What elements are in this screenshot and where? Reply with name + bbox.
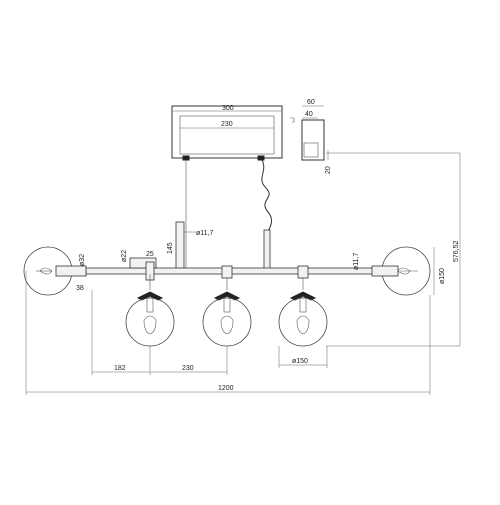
dim-canopy-outer: 300 [222,105,234,112]
lamp-left: ø32 38 [23,246,87,296]
lamp-bottom-3 [278,278,328,347]
dim-total-height: 576,52 [453,240,460,262]
lamp-bottom-2 [202,278,252,347]
dim-socket-diameter: ø32 [79,254,86,266]
dim-socket-length: 38 [76,285,84,292]
dim-total-width: 1200 [218,385,234,392]
dim-shade-diameter-side: ø150 [439,268,446,284]
dim-stem-height: 145 [167,242,174,254]
lamp-right: ø150 [371,246,446,296]
lamp-bottom-1 [125,274,175,347]
canopy-front-view: 300 230 [171,105,283,161]
dim-side-height: 20 [325,166,332,174]
dim-offset-182: 182 [114,365,126,372]
dim-rod-diameter-right: ø11,7 [353,253,360,270]
stem: 145 ø11,7 [167,221,271,271]
dim-stem-diameter: ø11,7 [196,230,213,237]
suspension [185,159,273,270]
dim-shade-diameter-bottom: ø150 [292,358,308,365]
main-rod: 25 ø22 ø11,7 [85,250,375,281]
dimension-lines: 576,52 ø150 182 230 1200 [25,152,461,395]
dim-rod-diameter-left: ø22 [121,250,128,262]
dim-spacing-230: 230 [182,365,194,372]
dim-side-depth-inner: 40 [305,111,313,118]
dim-canopy-inner: 230 [221,121,233,128]
dim-side-depth-top: 60 [307,99,315,106]
canopy-side-view: 60 40 20 [290,99,332,174]
dim-mount-width: 25 [146,251,154,258]
